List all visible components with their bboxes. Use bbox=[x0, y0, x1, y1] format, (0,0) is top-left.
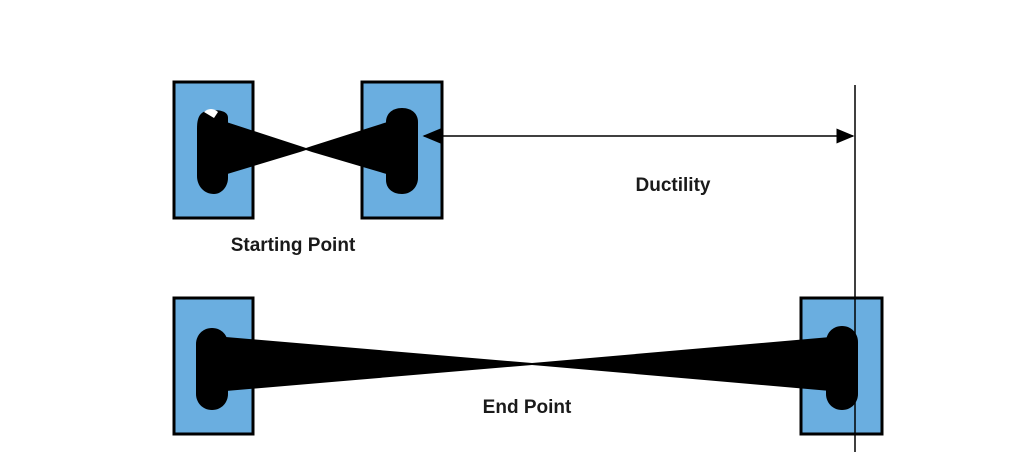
specimen-end-right-end bbox=[826, 326, 858, 410]
specimen-end-right-start bbox=[386, 108, 418, 194]
notch-left-start bbox=[204, 109, 218, 118]
specimen-body-start bbox=[214, 118, 400, 178]
specimen-end-left-start bbox=[197, 110, 228, 194]
ductility-dimension bbox=[422, 85, 856, 452]
ductility-label: Ductility bbox=[636, 175, 711, 196]
starting-point-label: Starting Point bbox=[231, 235, 356, 256]
end-point-label: End Point bbox=[483, 397, 572, 418]
end-specimen bbox=[172, 296, 884, 436]
specimen-end-left-end bbox=[196, 328, 228, 410]
starting-specimen bbox=[172, 80, 444, 220]
specimen-body-end bbox=[214, 336, 842, 392]
